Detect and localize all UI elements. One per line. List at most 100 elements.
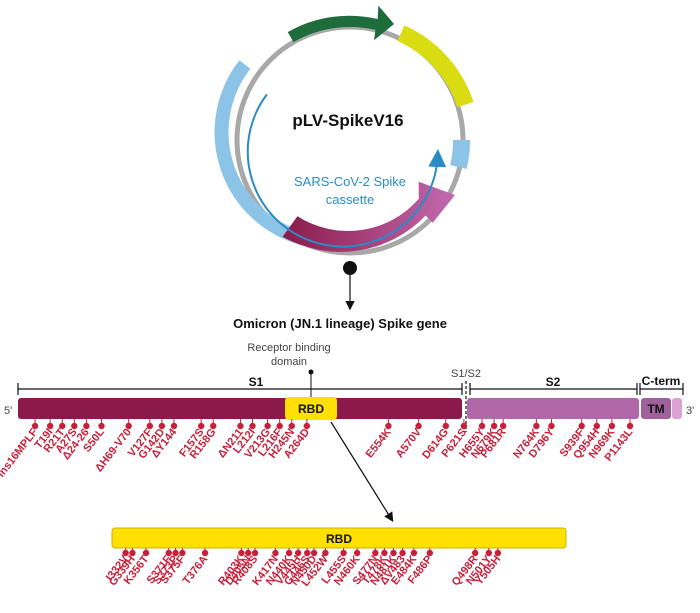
cassette-arc: [246, 93, 447, 248]
mutation-dot: [46, 422, 54, 430]
s1-domain-bar: [18, 398, 462, 419]
mutation-dot: [158, 422, 166, 430]
plasmid-map: pLV-SpikeV16 SARS-CoV-2 Spike cassette: [214, 5, 474, 311]
tm-label: TM: [647, 402, 664, 416]
mutation-label: A570V: [394, 426, 425, 460]
mutation-dot: [381, 549, 388, 557]
mutation-dot: [122, 549, 129, 557]
mutation-dot: [415, 422, 422, 430]
rbd-detail-bar: [111, 527, 567, 549]
mutation-dot: [179, 549, 186, 557]
mutation-dot: [251, 549, 259, 557]
mutation-dot: [249, 422, 256, 430]
rbd-zoom-arrow: [330, 421, 394, 523]
mutation-dot: [533, 422, 540, 430]
mutation-label: E554K: [364, 426, 394, 460]
rbd-box: [285, 397, 337, 420]
mutation-label: T376A: [181, 553, 211, 586]
mutation-dot: [264, 422, 271, 430]
rbd-note-line1: Receptor binding: [247, 342, 330, 354]
region-label-s1: S1: [249, 375, 264, 389]
mutation-dot: [353, 549, 361, 557]
mutation-dot: [245, 549, 252, 557]
mutation-dot: [125, 422, 132, 430]
cterm-tail-bar: [672, 398, 682, 419]
region-label-cterm: C-term: [642, 374, 681, 388]
mutation-dot: [593, 422, 600, 430]
mutation-dot: [410, 549, 418, 557]
mutation-dot: [98, 422, 105, 430]
mutation-dot: [548, 422, 555, 430]
region-label-s1s2: S1/S2: [451, 368, 481, 380]
cassette-label-line1: SARS-CoV-2 Spike: [294, 174, 406, 189]
mutation-dot: [129, 549, 136, 557]
yellow-feature-segment: [397, 25, 474, 108]
green-feature-arrow: [287, 5, 394, 43]
mutation-dot: [322, 549, 329, 557]
spike-mutation-markers: ins16MPLFT19IR21TA27SΔ24-26S50LΔH69-V70V…: [0, 419, 636, 480]
mutation-dot: [478, 422, 486, 430]
mutation-dot: [426, 549, 433, 557]
mutation-dot: [304, 549, 311, 557]
mutation-dot: [608, 422, 616, 430]
mutation-label: ins16MPLF: [0, 426, 41, 479]
blue-feature-segment-right: [450, 139, 471, 170]
s2-domain-bar: [467, 398, 639, 419]
mutation-dot: [197, 422, 205, 430]
mutation-dot: [472, 549, 479, 557]
mutation-dot: [442, 422, 449, 430]
mutation-dot: [276, 422, 283, 430]
mutation-dot: [31, 422, 39, 430]
mutation-dot: [237, 422, 244, 430]
mutation-dot: [294, 549, 302, 557]
mutation-dot: [626, 422, 634, 430]
tm-domain-box: [641, 398, 671, 419]
mutation-dot: [170, 422, 178, 430]
mutation-dot: [83, 422, 90, 430]
mutation-dot: [165, 549, 172, 557]
mutation-dot: [272, 549, 279, 557]
mutation-dot: [238, 549, 245, 557]
mutation-dot: [310, 549, 318, 557]
mutation-dot: [578, 422, 585, 430]
mutation-dot: [71, 422, 78, 430]
mutation-dot: [494, 549, 502, 557]
mutation-dot: [146, 422, 154, 430]
mutation-dot: [399, 549, 406, 557]
mutation-dot: [390, 549, 397, 557]
mutation-dot: [172, 549, 179, 557]
mutation-dot: [288, 422, 295, 430]
mutation-dot: [385, 422, 392, 430]
mutation-dot: [340, 549, 347, 557]
mutation-dot: [460, 422, 468, 430]
mutation-marker: E554K: [364, 419, 394, 460]
plasmid-name: pLV-SpikeV16: [292, 111, 403, 130]
rbd-label: RBD: [298, 402, 324, 416]
cassette-label-line2: cassette: [326, 192, 374, 207]
mutation-dot: [201, 549, 209, 557]
mutation-dot: [485, 549, 493, 557]
spike-gene-map: Receptor binding domain S1 S1/S2 S2 C-te…: [0, 342, 694, 480]
spike-cassette-arrow: [282, 181, 455, 252]
mutation-dot: [142, 549, 150, 557]
five-prime-label: 5': [4, 405, 12, 417]
rbd-note-line2: domain: [271, 356, 307, 368]
mutation-dot: [59, 422, 66, 430]
mutation-dot: [285, 549, 293, 557]
mutation-dot: [490, 422, 498, 430]
blue-feature-segment-left: [214, 60, 305, 245]
rbd-note-dot: [308, 369, 314, 375]
mutation-dot: [372, 549, 379, 557]
region-label-s2: S2: [546, 375, 561, 389]
mutation-dot: [210, 422, 217, 430]
rbd-detail-label: RBD: [326, 532, 352, 546]
three-prime-label: 3': [686, 405, 694, 417]
mutation-dot: [499, 422, 507, 430]
gene-title: Omicron (JN.1 lineage) Spike gene: [233, 316, 447, 331]
mutation-dot: [303, 422, 311, 430]
cassette-pin-dot: [343, 261, 357, 275]
mutation-marker: ins16MPLF: [0, 419, 41, 480]
